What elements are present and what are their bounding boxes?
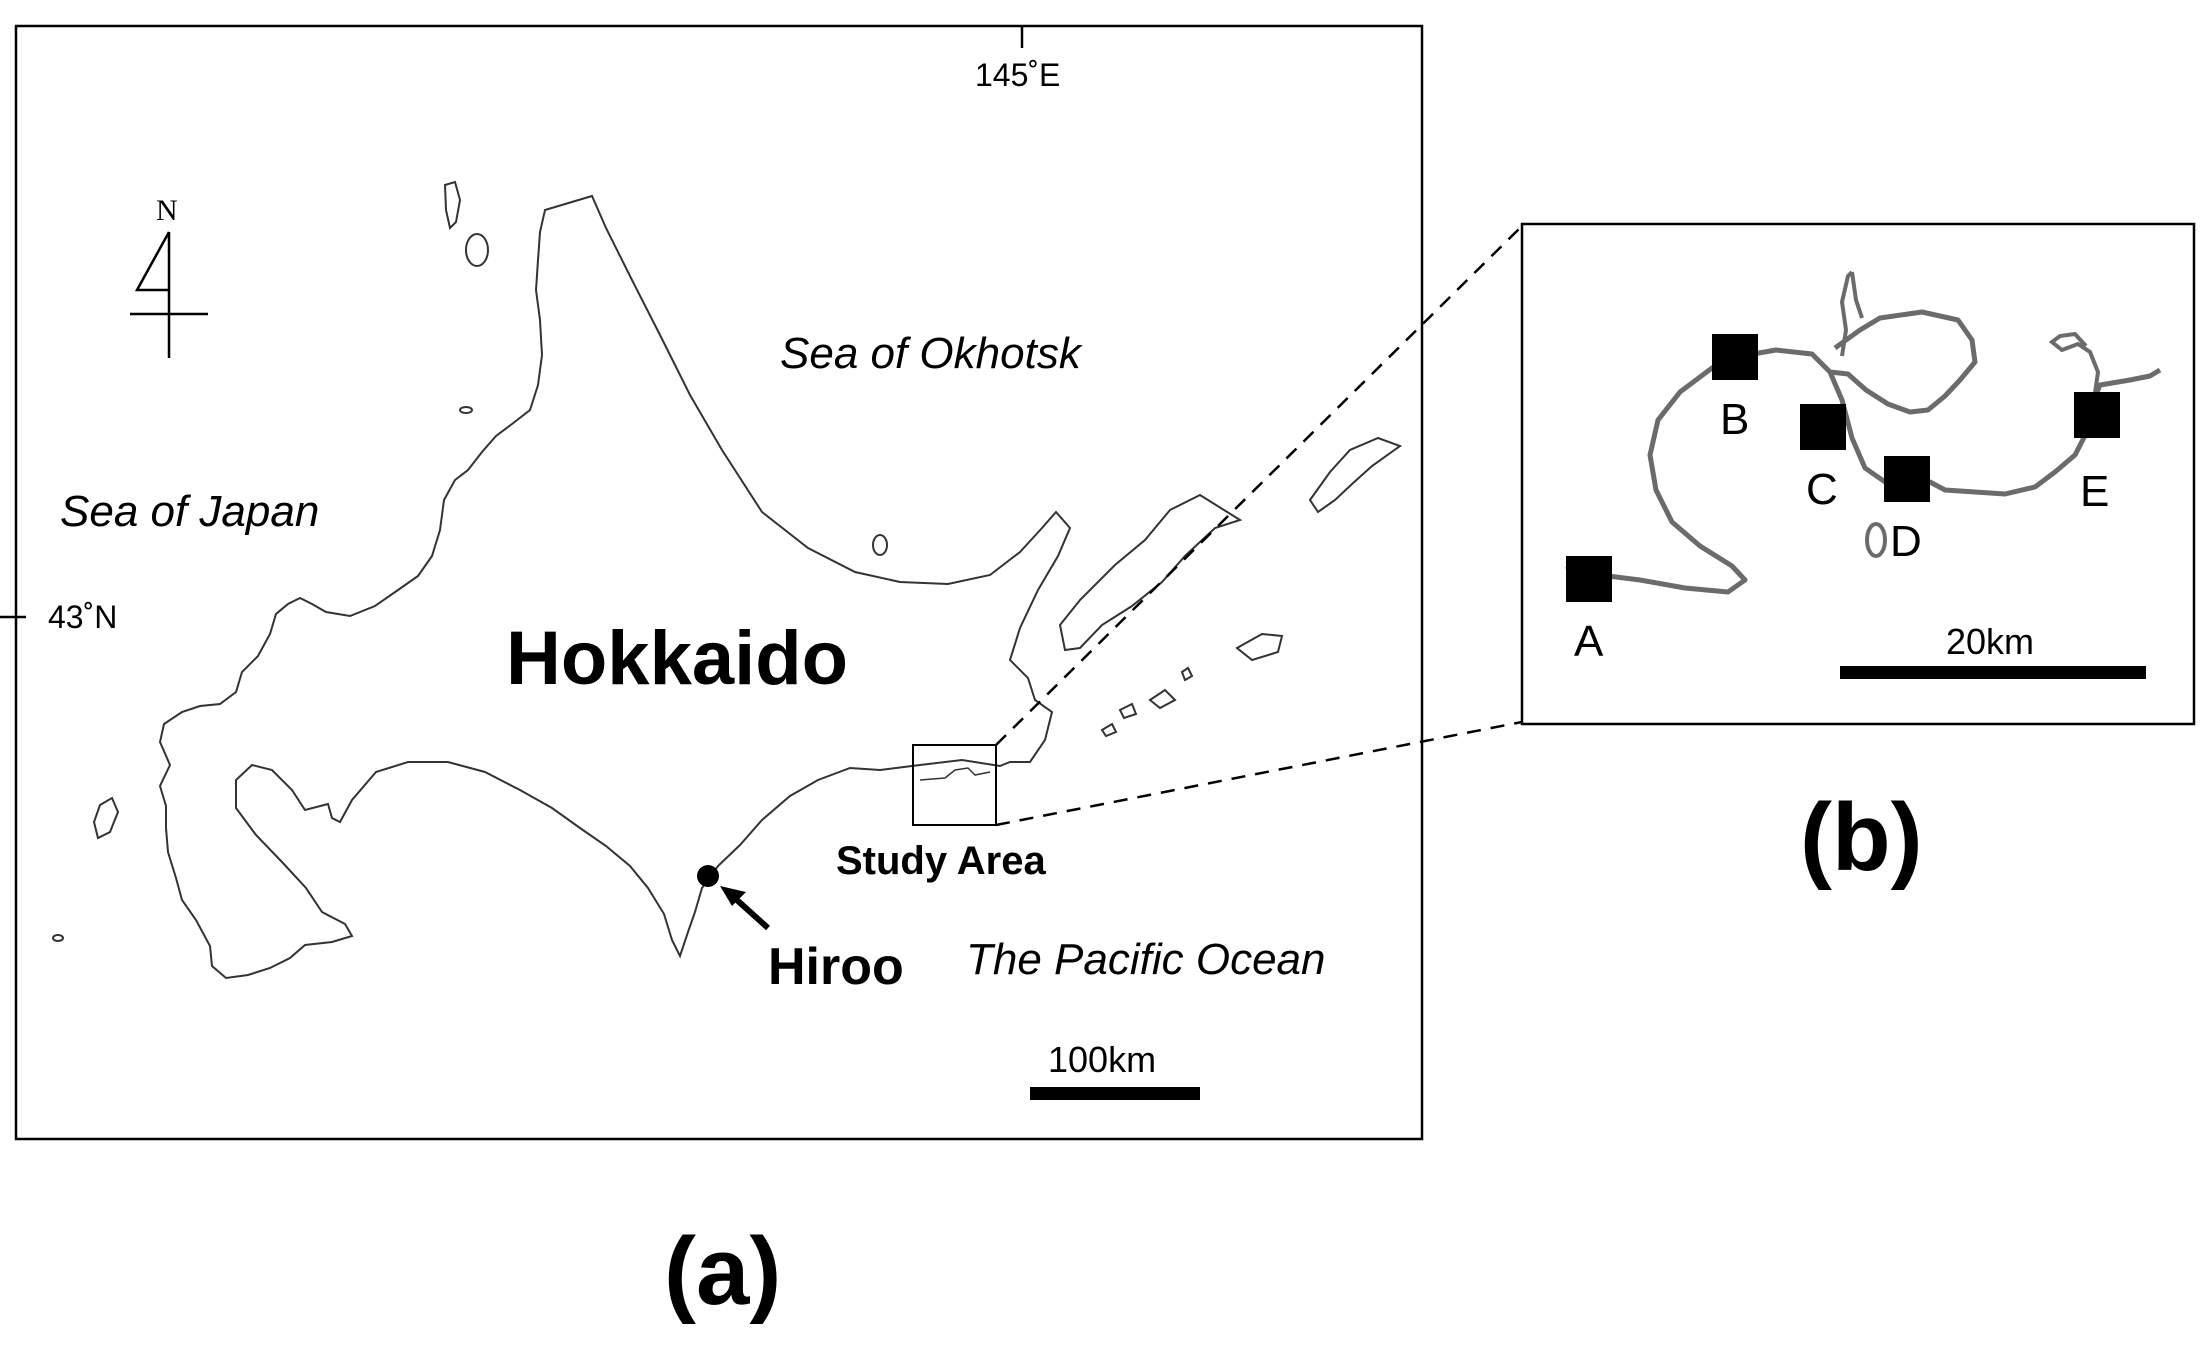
north-arrow-icon: N (130, 194, 208, 358)
site-c-marker (1800, 404, 1846, 450)
site-e-marker (2074, 392, 2120, 438)
iturup-island (1308, 436, 1403, 514)
longitude-label: 145˚E (975, 57, 1060, 93)
panel-b-islet (1865, 522, 1887, 558)
rishiri-island (465, 233, 489, 267)
latitude-label: 43˚N (48, 599, 117, 635)
north-label: N (156, 194, 178, 227)
hiroo-arrowhead-icon (720, 886, 746, 906)
panel-b-frame (1520, 222, 2196, 726)
panel-b: A B C D E 20km (1520, 222, 2196, 726)
habomai-island-4 (1100, 722, 1118, 738)
site-d-label: D (1890, 517, 1922, 566)
study-area-coastline (919, 767, 991, 781)
panel-b-river (1565, 347, 2162, 595)
hiroo-marker (697, 865, 719, 887)
sea-japan-label: Sea of Japan (60, 487, 319, 536)
site-c: C (1800, 404, 1846, 514)
study-area-box (912, 744, 997, 826)
site-b: B (1712, 334, 1758, 444)
panel-b-river-north-2 (1850, 271, 1864, 319)
hokkaido-coastline (158, 194, 1072, 980)
sea-okhotsk-label: Sea of Okhotsk (780, 329, 1083, 378)
habomai-island-1 (1148, 688, 1177, 710)
panel-b-river-north (1839, 270, 1854, 357)
habomai-island-3 (1180, 666, 1194, 682)
connector-line-top (995, 225, 1523, 746)
panel-b-river-east (2048, 331, 2101, 401)
pacific-ocean-label: The Pacific Ocean (966, 935, 1326, 984)
site-b-label: B (1720, 395, 1749, 444)
site-d-marker (1884, 456, 1930, 502)
panel-a-caption: (a) (664, 1218, 781, 1325)
scale-bar-b (1840, 666, 2146, 679)
study-area-label: Study Area (836, 839, 1046, 883)
site-a-label: A (1574, 617, 1604, 666)
teuri-island (459, 406, 473, 414)
site-a: A (1566, 556, 1612, 666)
site-e: E (2074, 392, 2120, 516)
hiroo-label: Hiroo (768, 938, 904, 996)
site-d: D (1884, 456, 1930, 566)
panel-a-frame (14, 24, 1424, 1141)
hokkaido-label: Hokkaido (506, 616, 848, 701)
scale-bar-a (1030, 1087, 1200, 1100)
small-island-sw (52, 934, 64, 942)
panel-b-caption: (b) (1800, 784, 1923, 891)
coastal-lake (872, 534, 888, 556)
shikotan-island (1235, 632, 1284, 662)
scale-bar-a-label: 100km (1048, 1039, 1156, 1080)
kunashiri-island (1058, 493, 1243, 652)
site-b-marker (1712, 334, 1758, 380)
panel-a: 145˚E 43˚N N Study (0, 24, 1424, 1141)
site-a-marker (1566, 556, 1612, 602)
scale-bar-b-label: 20km (1946, 621, 2034, 662)
panel-b-lake (1829, 309, 1978, 415)
habomai-island-2 (1118, 702, 1138, 720)
site-e-label: E (2080, 467, 2109, 516)
connector-line-bottom (995, 720, 1523, 827)
site-c-label: C (1806, 465, 1838, 514)
rebun-island (443, 180, 462, 230)
okushiri-island (92, 796, 120, 840)
